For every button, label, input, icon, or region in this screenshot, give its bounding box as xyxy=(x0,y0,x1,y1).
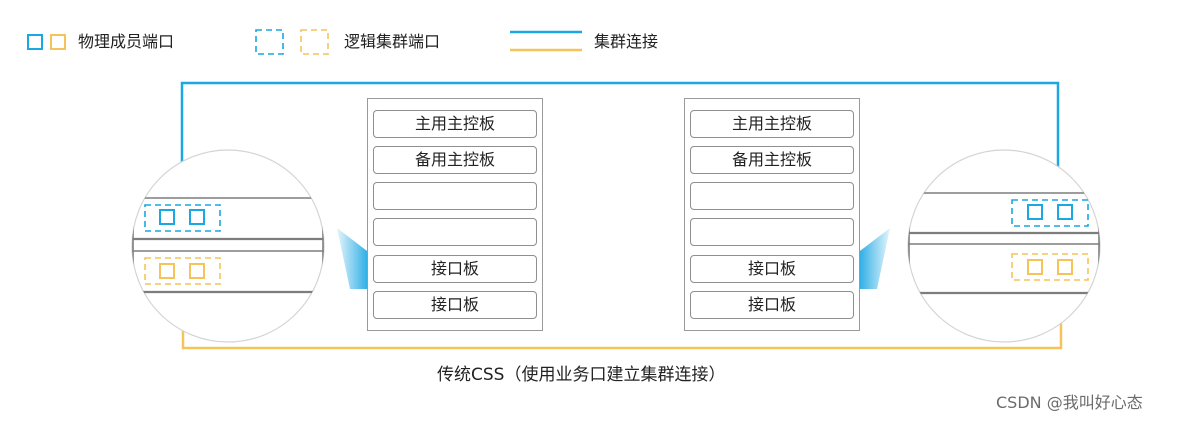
right-slot-interface-board-2: 接口板 xyxy=(690,291,854,319)
right-slot-empty-1 xyxy=(690,182,854,210)
zoom-beam-left xyxy=(337,228,371,289)
right-slot-empty-2 xyxy=(690,218,854,246)
right-physical-port-yellow-2 xyxy=(1057,259,1073,275)
legend-logical-port-icons xyxy=(255,29,329,55)
legend-logical-port-label: 逻辑集群端口 xyxy=(344,32,441,51)
right-logical-port-blue xyxy=(1011,199,1089,227)
right-logical-port-yellow xyxy=(1011,253,1089,281)
left-slot-main-mpu: 主用主控板 xyxy=(373,110,537,138)
cluster-link-blue xyxy=(180,81,1060,205)
left-physical-port-yellow-1 xyxy=(159,263,175,279)
left-magnifier xyxy=(131,149,325,343)
left-physical-port-blue-2 xyxy=(189,209,205,225)
left-slot-empty-2 xyxy=(373,218,537,246)
legend-cluster-link-label: 集群连接 xyxy=(594,32,659,51)
legend-physical-port-label: 物理成员端口 xyxy=(78,32,175,51)
right-slot-interface-board-1: 接口板 xyxy=(690,255,854,283)
left-physical-port-yellow-2 xyxy=(189,263,205,279)
left-slot-standby-mpu: 备用主控板 xyxy=(373,146,537,174)
right-slot-main-mpu: 主用主控板 xyxy=(690,110,854,138)
right-physical-port-blue-1 xyxy=(1027,204,1043,220)
left-slot-interface-board-1: 接口板 xyxy=(373,255,537,283)
legend-logical-port-blue-icon xyxy=(255,29,284,55)
left-slot-empty-1 xyxy=(373,182,537,210)
diagram-caption: 传统CSS（使用业务口建立集群连接） xyxy=(437,365,726,385)
legend-physical-port-blue-icon xyxy=(27,34,43,50)
legend-logical-port-yellow-icon xyxy=(300,29,329,55)
legend-physical-port-yellow-icon xyxy=(50,34,66,50)
zoom-beam-right xyxy=(856,228,890,289)
left-slot-interface-board-2: 接口板 xyxy=(373,291,537,319)
left-physical-port-blue-1 xyxy=(159,209,175,225)
right-slot-standby-mpu: 备用主控板 xyxy=(690,146,854,174)
right-physical-port-blue-2 xyxy=(1057,204,1073,220)
right-physical-port-yellow-1 xyxy=(1027,259,1043,275)
legend-physical-port-icons xyxy=(27,34,66,50)
legend-cluster-link-icons xyxy=(510,30,582,52)
right-magnifier xyxy=(907,149,1101,343)
csdn-watermark: CSDN @我叫好心态 xyxy=(996,393,1143,412)
